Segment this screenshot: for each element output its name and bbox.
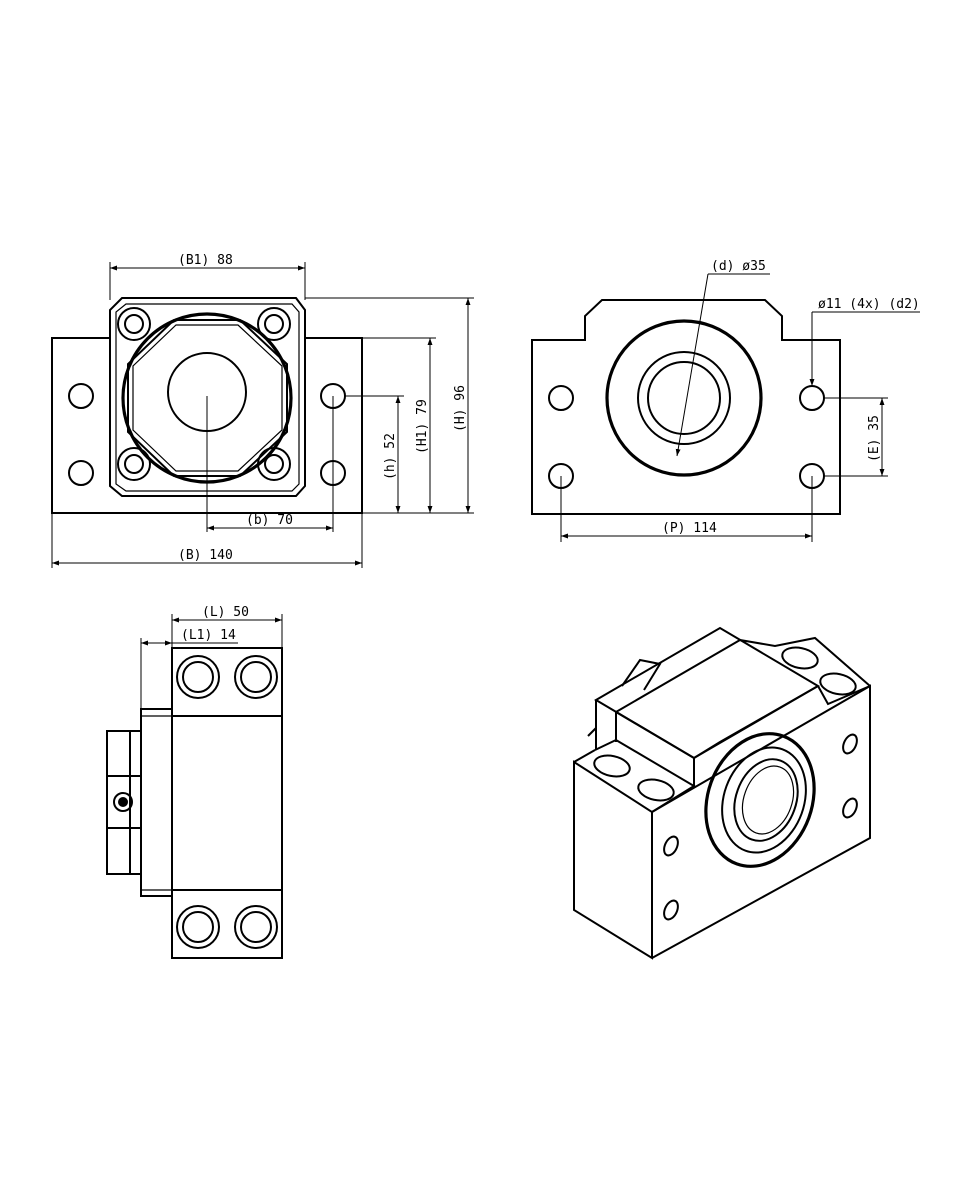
rear-shaft-bore	[647, 361, 721, 435]
dim-small-b-label: (b) 70	[246, 513, 293, 528]
side-bolt-top-1	[176, 655, 220, 699]
dim-h-label: (H) 96	[453, 385, 468, 432]
side-bolt-top-2	[234, 655, 278, 699]
dim-d2-label: ø11 (4x) (d2)	[818, 297, 920, 312]
dim-b-label: (B) 140	[178, 548, 233, 563]
iso-side-hole-1	[663, 835, 679, 857]
side-view: (L) 50 (L1) 14	[106, 605, 283, 959]
iso-counterbore-2	[637, 778, 675, 802]
dim-h1-label: (H1) 79	[415, 399, 430, 454]
front-mount-hole-lower-left	[68, 460, 94, 486]
iso-counterbore-1	[593, 754, 631, 778]
side-bolt-bottom-2	[234, 905, 278, 949]
iso-side-hole-3	[842, 733, 858, 755]
iso-housing-top	[594, 626, 820, 760]
dim-l1-label: (L1) 14	[181, 628, 236, 643]
rear-housing-outline	[531, 299, 841, 515]
dim-p-label: (P) 114	[662, 521, 717, 536]
front-bolt-bottom-left	[117, 447, 151, 481]
front-bolt-bottom-right	[257, 447, 291, 481]
front-bolt-top-right	[257, 307, 291, 341]
iso-base-right-face	[651, 684, 871, 959]
front-view: (B1) 88 (b) 70 (B) 140 (h) 52 (H1) 79 (H…	[51, 253, 474, 568]
isometric-view	[573, 626, 871, 960]
iso-side-hole-4	[842, 797, 858, 819]
dim-d-label: (d) ø35	[711, 259, 766, 274]
iso-side-hole-2	[663, 899, 679, 921]
dim-l-label: (L) 50	[202, 605, 249, 620]
side-set-screw	[113, 792, 133, 812]
dim-b1-label: (B1) 88	[178, 253, 233, 268]
front-lock-nut	[127, 319, 288, 477]
front-bolt-top-left	[117, 307, 151, 341]
front-mount-hole-upper-left	[68, 383, 94, 409]
side-lock-nut	[106, 730, 142, 875]
side-housing-body	[171, 647, 283, 959]
rear-bearing-outer	[605, 319, 763, 477]
rear-mount-hole-upper-left	[548, 385, 574, 411]
iso-counterbore-3	[781, 646, 819, 670]
iso-bearing-outer	[704, 732, 816, 868]
side-bearing-cover	[140, 708, 173, 897]
iso-bearing-bore	[733, 758, 799, 842]
side-bolt-bottom-1	[176, 905, 220, 949]
iso-counterbore-4	[819, 672, 857, 696]
dim-e-label: (E) 35	[867, 415, 882, 462]
rear-view: (d) ø35 ø11 (4x) (d2) (E) 35 (P) 114	[531, 259, 920, 542]
rear-bearing-seat	[637, 351, 731, 445]
rear-mount-hole-upper-right	[799, 385, 825, 411]
dim-small-h-label: (h) 52	[383, 433, 398, 480]
